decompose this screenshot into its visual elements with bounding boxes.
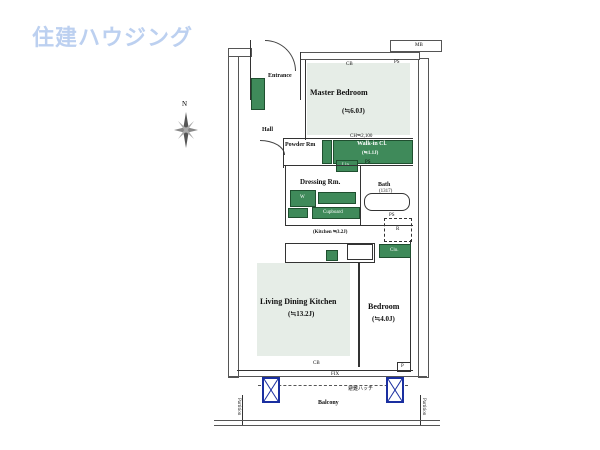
cupboard: Cupboard [312, 207, 360, 219]
powder-room-door[interactable] [260, 140, 285, 155]
north-label: N [182, 100, 188, 108]
entrance-door[interactable] [265, 40, 296, 71]
outdoor-unit-right [386, 377, 404, 403]
outdoor-unit-left [262, 377, 280, 403]
washing-machine: W [290, 190, 316, 207]
bathtub [364, 193, 410, 211]
hall-label: Hall [262, 127, 274, 133]
dressing-room-label: Dressing Rm. [300, 178, 341, 186]
compass: N [172, 100, 200, 150]
master-bedroom-label: Master Bedroom [310, 88, 368, 97]
balcony-label: Balcony [318, 400, 339, 406]
entrance-label: Entrance [268, 73, 292, 79]
compass-rose-icon [174, 112, 198, 148]
kitchen-counter [285, 243, 375, 263]
mb-box: MB [390, 40, 442, 52]
bedroom-closet: Clo. [379, 244, 411, 258]
living-dining-kitchen [257, 263, 350, 356]
refrigerator-space: R [384, 218, 412, 242]
bedroom-label: Bedroom [368, 302, 400, 311]
stove [347, 244, 373, 260]
shoe-cabinet [251, 78, 265, 110]
master-bedroom [307, 63, 410, 135]
ldk-label: Living Dining Kitchen [260, 297, 337, 306]
logo: 住建ハウジング [32, 26, 194, 51]
